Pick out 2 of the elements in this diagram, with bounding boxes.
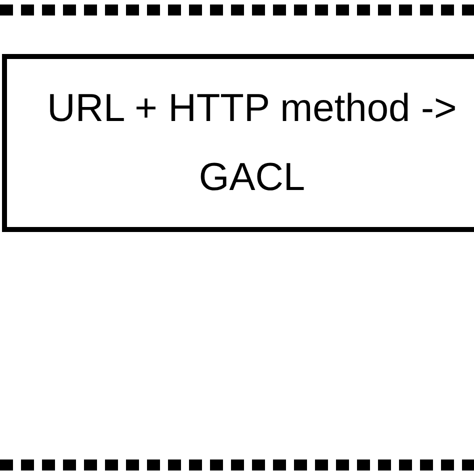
process-box [2,54,474,232]
box-label: URL + HTTP method -> GACL [46,86,458,201]
